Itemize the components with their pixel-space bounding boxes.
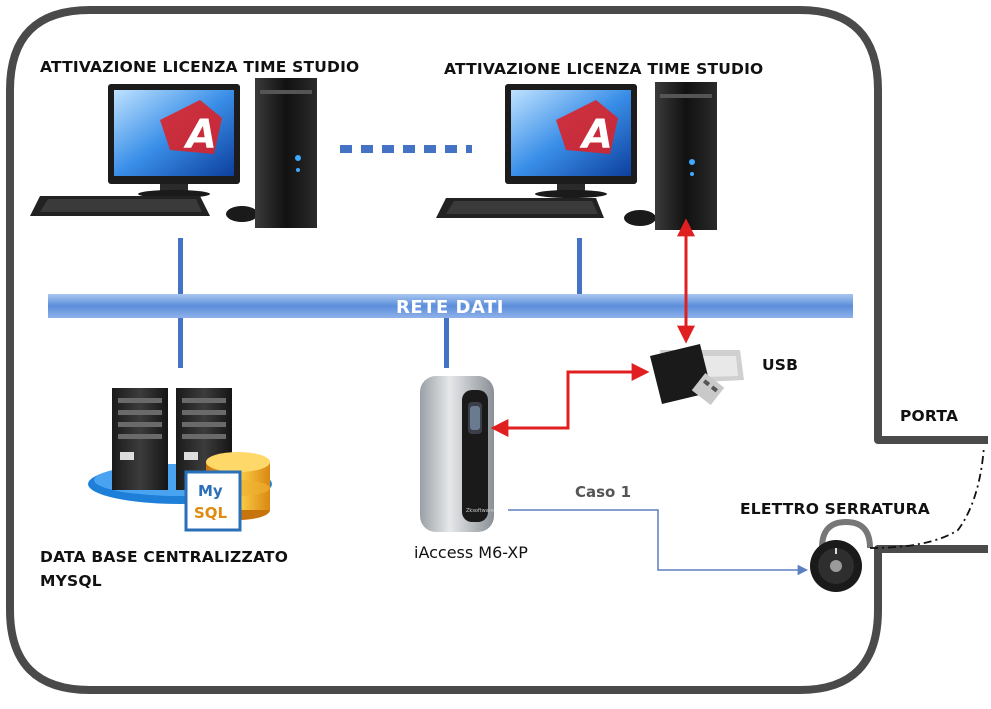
- database-label-line-2: MYSQL: [40, 572, 102, 590]
- usb-stick-icon: [650, 344, 744, 406]
- connector-workstation-2: [577, 238, 582, 294]
- workstation-1-logo-letter: A: [183, 112, 217, 158]
- connector-workstation-1: [178, 238, 183, 294]
- door-label: PORTA: [900, 407, 959, 425]
- database-server-icon: My SQL: [88, 388, 272, 532]
- usb-reader-link: [490, 363, 650, 437]
- electric-lock-icon: [810, 518, 873, 592]
- mysql-logo-text-sql: SQL: [194, 504, 228, 522]
- workstation-2-logo-letter: A: [579, 112, 613, 158]
- usb-label: USB: [762, 356, 799, 374]
- connector-reader: [444, 318, 449, 368]
- workstation-2-computer-icon: A: [436, 82, 717, 230]
- reader-brand-text: Zksoftware: [466, 508, 494, 514]
- connector-database: [178, 318, 183, 368]
- workstation-1-computer-icon: A: [30, 78, 317, 228]
- door-lock-link: [869, 445, 985, 549]
- mysql-logo-text-my: My: [198, 482, 223, 500]
- network-label: RETE DATI: [396, 297, 504, 318]
- building-frame: [6, 6, 988, 694]
- network-bar: [48, 294, 853, 318]
- reader-lock-link: [508, 509, 809, 576]
- iaccess-reader-icon: Zksoftware: [420, 376, 494, 532]
- workstation-2-label: ATTIVAZIONE LICENZA TIME STUDIO: [444, 60, 764, 78]
- electric-lock-label: ELETTRO SERRATURA: [740, 500, 930, 518]
- workstation-ellipsis: [340, 145, 472, 153]
- database-label-line-1: DATA BASE CENTRALIZZATO: [40, 548, 289, 566]
- link-case-label: Caso 1: [575, 483, 632, 501]
- workstation-1-label: ATTIVAZIONE LICENZA TIME STUDIO: [40, 58, 360, 76]
- reader-label: iAccess M6-XP: [414, 543, 528, 562]
